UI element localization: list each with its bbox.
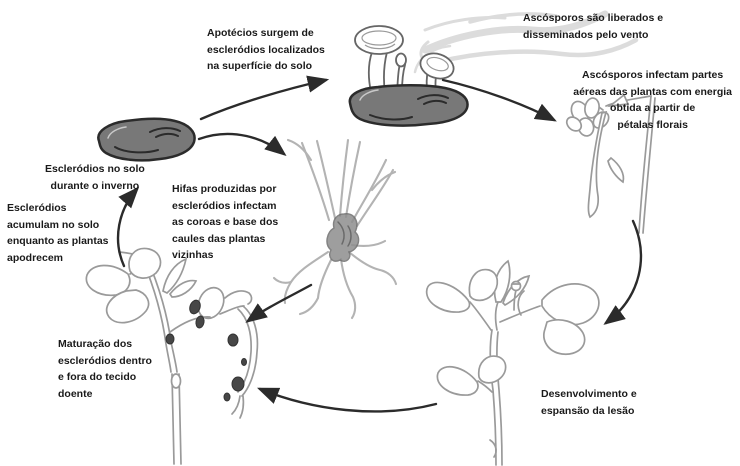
label-lesion-expansion: Desenvolvimento e espansão da lesão	[541, 388, 637, 417]
label-ascospores-wind: Ascósporos são liberados e disseminados …	[523, 12, 664, 41]
arrow-sclerotium-to-crown	[197, 132, 287, 157]
label-accumulate: Escleródios acumulam no solo enquanto as…	[7, 202, 109, 264]
arrow-diseased-plant-to-sclerotium	[116, 186, 140, 268]
label-aerial-infection: Ascósporos infectam partes aéreas das pl…	[573, 69, 732, 131]
label-overwinter: Escleródios no solo durante o inverno	[45, 163, 145, 192]
arrow-apothecia-to-flower	[441, 78, 557, 122]
diseased-plant-icon	[85, 247, 259, 465]
label-maturation: Maturação dos escleródios dentro e fora …	[58, 338, 152, 400]
overwinter-sclerotium-icon	[97, 117, 196, 162]
arrow-crown-to-diseased-plant	[245, 283, 313, 323]
label-apothecia-emerge: Apotécios surgem de escleródios localiza…	[207, 27, 325, 72]
crown-roots-icon	[272, 138, 398, 320]
flower-sprig-icon	[565, 93, 656, 234]
cycle-arrows	[116, 75, 643, 413]
arrow-lesion-to-diseased-plant	[256, 387, 438, 413]
arrow-sclerotium-to-apothecia	[199, 75, 330, 121]
lesion-plant-icon	[425, 259, 600, 466]
arrow-flower-to-lesion-plant	[603, 219, 643, 325]
label-hyphae-infect: Hifas produzidas por escleródios infecta…	[172, 183, 279, 261]
apothecia-sclerotium-icon	[348, 25, 469, 127]
